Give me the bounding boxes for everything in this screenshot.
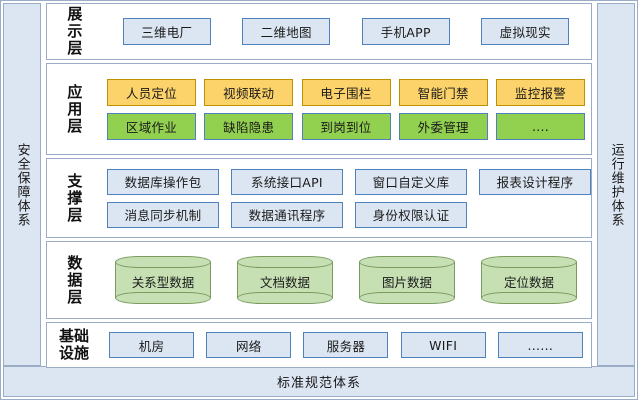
cylinder-bottom-ellipse — [359, 292, 455, 304]
cylinder-label: 关系型数据 — [131, 274, 195, 290]
node-box[interactable]: 电子围栏 — [301, 78, 391, 106]
cylinder-top-ellipse — [237, 256, 333, 268]
layer-row: 人员定位视频联动电子围栏智能门禁监控报警 — [107, 78, 585, 106]
node-box[interactable]: 缺陷隐患 — [204, 112, 294, 140]
node-box[interactable]: 系统接口API — [231, 168, 343, 195]
data-store-cylinder[interactable]: 图片数据 — [359, 256, 455, 304]
layer-label-text-support: 支撑层 — [65, 172, 84, 224]
node-box[interactable]: 机房 — [109, 332, 195, 358]
data-store-cylinder[interactable]: 定位数据 — [481, 256, 577, 304]
node-box[interactable]: WIFI — [400, 332, 486, 358]
layer-label-text-application: 应用层 — [65, 83, 84, 135]
cylinder-label: 文档数据 — [259, 274, 310, 290]
cylinder-label: 图片数据 — [381, 274, 432, 290]
layer-row: 数据库操作包系统接口API 窗口自定义库报表设计程序 — [107, 168, 591, 195]
node-box[interactable]: 到岗到位 — [301, 112, 391, 140]
node-box[interactable]: 身份权限认证 — [355, 201, 467, 228]
layer-presentation: 展示层 三维电厂 二维地图 手机APP 虚拟现实 — [46, 3, 592, 60]
node-box[interactable]: 服务器 — [303, 332, 389, 358]
node-box[interactable]: 报表设计程序 — [479, 168, 591, 195]
cylinder-label: 定位数据 — [503, 274, 554, 290]
layer-infrastructure: 基础设施机房网络服务器 WIFI...... — [46, 322, 592, 368]
cylinder-top-ellipse — [115, 256, 211, 268]
layer-label-infrastructure: 基础设施 — [47, 328, 101, 362]
node-box[interactable]: 数据通讯程序 — [231, 201, 343, 228]
layer-body-presentation: 三维电厂 二维地图 手机APP 虚拟现实 — [101, 4, 591, 59]
layer-label-data: 数据层 — [47, 255, 101, 306]
node-box[interactable]: 监控报警 — [496, 78, 585, 106]
bottom-band-label: 标准规范体系 — [276, 376, 361, 391]
layer-row: 消息同步机制数据通讯程序身份权限认证 — [107, 201, 591, 228]
node-box[interactable]: .... — [496, 112, 585, 140]
layer-body-application: 人员定位视频联动电子围栏智能门禁监控报警区域作业缺陷隐患到岗到位外委管理.... — [101, 64, 591, 154]
layer-application: 应用层人员定位视频联动电子围栏智能门禁监控报警区域作业缺陷隐患到岗到位外委管理.… — [46, 63, 592, 155]
layer-label-presentation: 展示层 — [47, 6, 101, 57]
layer-row: 机房网络服务器 WIFI...... — [107, 332, 585, 358]
data-store-cylinder[interactable]: 关系型数据 — [115, 256, 211, 304]
node-box[interactable]: 消息同步机制 — [107, 201, 219, 228]
node-box[interactable]: ...... — [497, 332, 583, 358]
cylinder-top-ellipse — [481, 256, 577, 268]
layer-label-support: 支撑层 — [47, 173, 101, 224]
node-box[interactable]: 二维地图 — [242, 18, 331, 45]
layer-row: 三维电厂 二维地图 手机APP 虚拟现实 — [111, 18, 581, 45]
node-box[interactable]: 智能门禁 — [398, 78, 488, 106]
cylinder-bottom-ellipse — [115, 292, 211, 304]
left-band-security-system: 安全保障体系 — [3, 3, 41, 366]
cylinder-bottom-ellipse — [481, 292, 577, 304]
layer-row: 关系型数据 文档数据 图片数据 定位数据 — [115, 256, 577, 304]
node-box[interactable]: 人员定位 — [107, 78, 196, 106]
layer-body-data: 关系型数据 文档数据 图片数据 定位数据 — [101, 242, 591, 318]
cylinder-top-ellipse — [359, 256, 455, 268]
layer-label-application: 应用层 — [47, 84, 101, 135]
layer-row: 区域作业缺陷隐患到岗到位外委管理.... — [107, 112, 585, 140]
node-box[interactable]: 区域作业 — [107, 112, 196, 140]
layer-body-infrastructure: 机房网络服务器 WIFI...... — [101, 323, 591, 367]
node-box[interactable]: 数据库操作包 — [107, 168, 219, 195]
node-box[interactable]: 视频联动 — [204, 78, 294, 106]
right-band-label: 运行维护体系 — [608, 142, 624, 227]
bottom-band-standards-system: 标准规范体系 — [3, 366, 635, 397]
layer-label-text-data: 数据层 — [65, 254, 84, 306]
node-box[interactable]: 手机APP — [361, 18, 450, 45]
right-band-ops-maintenance-system: 运行维护体系 — [597, 3, 635, 366]
left-band-label: 安全保障体系 — [14, 142, 30, 227]
node-box[interactable]: 网络 — [206, 332, 292, 358]
node-box[interactable]: 三维电厂 — [122, 18, 211, 45]
node-box[interactable]: 外委管理 — [398, 112, 488, 140]
node-box[interactable]: 窗口自定义库 — [355, 168, 467, 195]
layer-label-text-infrastructure: 基础设施 — [58, 327, 89, 362]
layer-data: 数据层 关系型数据 文档数据 图片数据 定位数据 — [46, 241, 592, 319]
layer-support: 支撑层 数据库操作包系统接口API 窗口自定义库报表设计程序消息同步机制数据通讯程序… — [46, 158, 592, 238]
layer-label-text-presentation: 展示层 — [65, 6, 84, 57]
layer-body-support: 数据库操作包系统接口API 窗口自定义库报表设计程序消息同步机制数据通讯程序身份权… — [101, 159, 597, 237]
data-store-cylinder[interactable]: 文档数据 — [237, 256, 333, 304]
node-box[interactable]: 虚拟现实 — [481, 18, 570, 45]
cylinder-bottom-ellipse — [237, 292, 333, 304]
